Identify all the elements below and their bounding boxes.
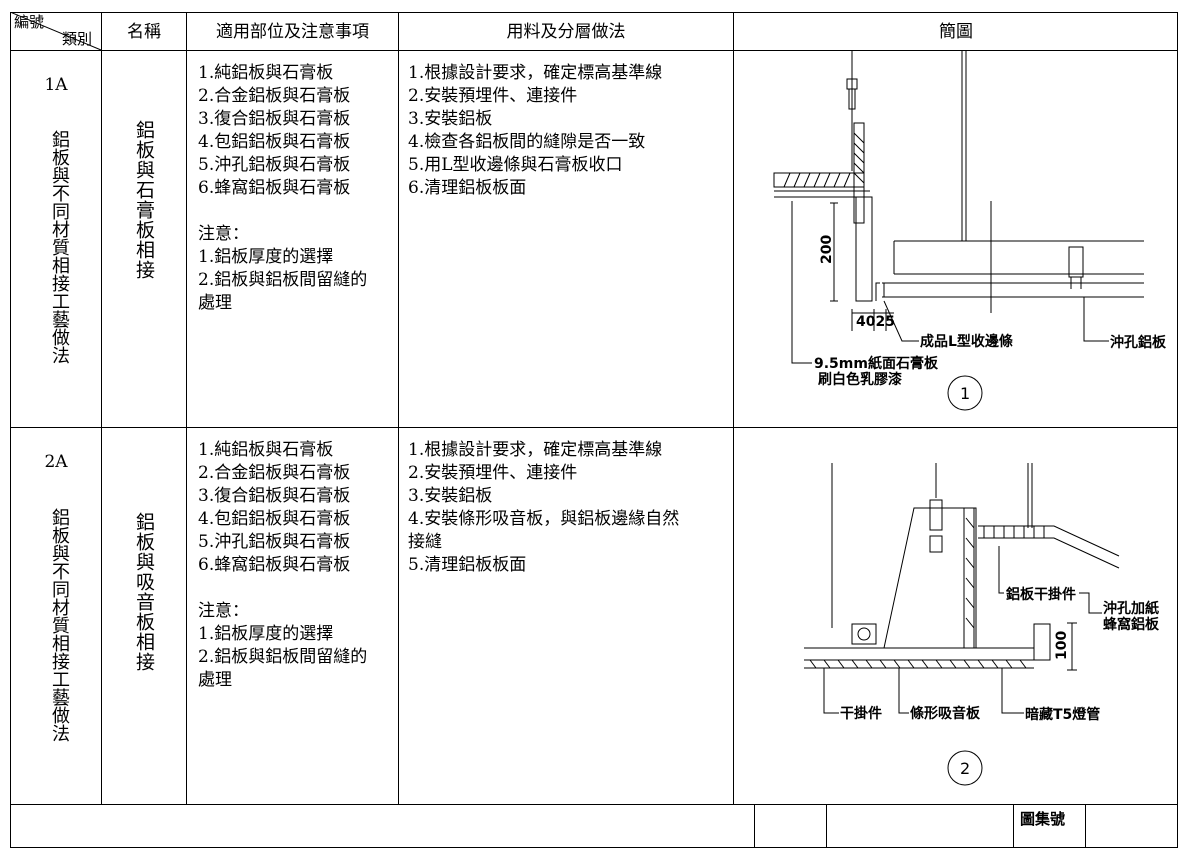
scope-item: 3.復合鋁板與石膏板 (198, 109, 351, 129)
scope-item: 6.蜂窩鋁板與石膏板 (198, 178, 351, 198)
diagram-2-label-light: 暗藏T5燈管 (1025, 706, 1100, 723)
spacer (198, 577, 367, 600)
scope-item: 2.合金鋁板與石膏板 (198, 86, 351, 106)
scope-item: 5.沖孔鋁板與石膏板 (198, 532, 351, 552)
note-item: 1.鋁板厚度的選擇 (198, 247, 334, 267)
diagram-2-label-hanger-al: 鋁板干掛件 (1006, 586, 1076, 603)
row-2-name: 鋁板與吸音板相接 (102, 512, 186, 672)
footer-divider-2 (826, 804, 827, 848)
diagram-1-dim-small: 4025 (856, 314, 895, 330)
col-divider-2 (186, 12, 187, 804)
note-item: 處理 (198, 670, 232, 690)
diagram-1-label-gypsum-2: 刷白色乳膠漆 (818, 371, 902, 388)
header-diagram: 簡圖 (939, 22, 973, 42)
outer-frame (10, 12, 1178, 848)
method-item: 1.根據設計要求，確定標高基準線 (408, 63, 663, 83)
corner-label-code: 編號 (14, 13, 45, 31)
corner-label-category: 類別 (62, 30, 93, 48)
scope-item: 3.復合鋁板與石膏板 (198, 486, 351, 506)
method-item: 1.根據設計要求，確定標高基準線 (408, 440, 663, 460)
note-item: 2.鋁板與鋁板間留縫的 (198, 270, 368, 290)
corner-diagonal (10, 12, 102, 50)
header-method: 用料及分層做法 (506, 22, 626, 42)
method-item: 接縫 (408, 532, 442, 552)
row-1-code-id: 1A (44, 75, 68, 95)
diagram-1-label-edge: 成品L型收邊條 (920, 333, 1014, 350)
scope-item: 2.合金鋁板與石膏板 (198, 463, 351, 483)
note-title: 注意： (198, 224, 249, 244)
diagram-1-label-gypsum-1: 9.5mm紙面石膏板 (814, 355, 939, 372)
row-1-category: 鋁板與不同材質相接工藝做法 (49, 130, 70, 364)
scope-item: 6.蜂窩鋁板與石膏板 (198, 555, 351, 575)
row-1-scope: 1.純鋁板與石膏板 2.合金鋁板與石膏板 3.復合鋁板與石膏板 4.包鋁鋁板與石… (198, 62, 367, 315)
row-2-name-text: 鋁板與吸音板相接 (133, 512, 155, 672)
note-item: 1.鋁板厚度的選擇 (198, 624, 334, 644)
diagram-2: 100 鋁板干掛件 沖孔加紙 蜂窩鋁板 干掛件 條形吸音板 暗藏T5燈管 2 (804, 463, 1160, 786)
diagram-2-number: 2 (960, 759, 970, 778)
diagram-1: 200 4025 成品L型收邊條 沖孔鋁板 9.5mm紙面石膏板 刷白色乳膠漆 … (773, 51, 1167, 411)
note-title: 注意： (198, 601, 249, 621)
row-2-code-id: 2A (44, 452, 68, 472)
footer-divider-1 (754, 804, 755, 848)
note-item: 處理 (198, 293, 232, 313)
col-divider-1 (101, 12, 102, 804)
scope-item: 5.沖孔鋁板與石膏板 (198, 155, 351, 175)
footer-divider-3 (1013, 804, 1014, 848)
method-item: 3.安裝鋁板 (408, 486, 493, 506)
footer-divider-4 (1085, 804, 1086, 848)
header-name: 名稱 (127, 22, 161, 42)
method-item: 6.清理鋁板板面 (408, 178, 527, 198)
diagram-2-label-panel-1: 沖孔加紙 (1103, 600, 1159, 617)
row-2-code: 2A (11, 452, 101, 472)
diagram-2-label-panel-2: 蜂窩鋁板 (1103, 616, 1160, 633)
scope-item: 4.包鋁鋁板與石膏板 (198, 509, 351, 529)
row-1-code: 1A (11, 75, 101, 95)
method-item: 2.安裝預埋件、連接件 (408, 463, 578, 483)
diagram-1-label-panel: 沖孔鋁板 (1110, 334, 1167, 351)
row-1-method: 1.根據設計要求，確定標高基準線 2.安裝預埋件、連接件 3.安裝鋁板 4.檢查… (408, 62, 662, 200)
diagram-2-label-hanger: 干掛件 (840, 705, 882, 722)
diagram-1-dim-height: 200 (819, 235, 835, 264)
scope-item: 1.純鋁板與石膏板 (198, 440, 334, 460)
note-item: 2.鋁板與鋁板間留縫的 (198, 647, 368, 667)
footer-divider (10, 804, 1178, 805)
row-2-scope: 1.純鋁板與石膏板 2.合金鋁板與石膏板 3.復合鋁板與石膏板 4.包鋁鋁板與石… (198, 439, 367, 692)
col-divider-3 (398, 12, 399, 804)
method-item: 3.安裝鋁板 (408, 109, 493, 129)
header-divider (10, 50, 1178, 51)
row-2-method: 1.根據設計要求，確定標高基準線 2.安裝預埋件、連接件 3.安裝鋁板 4.安裝… (408, 439, 679, 577)
row-1-name-text: 鋁板與石膏板相接 (133, 120, 155, 280)
row-2-category: 鋁板與不同材質相接工藝做法 (49, 508, 70, 742)
method-item: 4.安裝條形吸音板，與鋁板邊緣自然 (408, 509, 680, 529)
method-item: 2.安裝預埋件、連接件 (408, 86, 578, 106)
method-item: 5.清理鋁板板面 (408, 555, 527, 575)
method-item: 4.檢查各鋁板間的縫隙是否一致 (408, 132, 646, 152)
row-divider (10, 427, 1178, 428)
diagram-2-dim-height: 100 (1054, 631, 1070, 660)
method-item: 5.用L型收邊條與石膏板收口 (408, 155, 623, 175)
scope-item: 4.包鋁鋁板與石膏板 (198, 132, 351, 152)
row-1-name: 鋁板與石膏板相接 (102, 120, 186, 280)
spacer (198, 200, 367, 223)
header-scope: 適用部位及注意事項 (216, 22, 369, 42)
scope-item: 1.純鋁板與石膏板 (198, 63, 334, 83)
diagram-2-label-strip: 條形吸音板 (910, 705, 981, 722)
col-divider-4 (733, 12, 734, 804)
atlas-label: 圖集號 (1020, 810, 1066, 828)
diagram-1-number: 1 (960, 384, 970, 403)
